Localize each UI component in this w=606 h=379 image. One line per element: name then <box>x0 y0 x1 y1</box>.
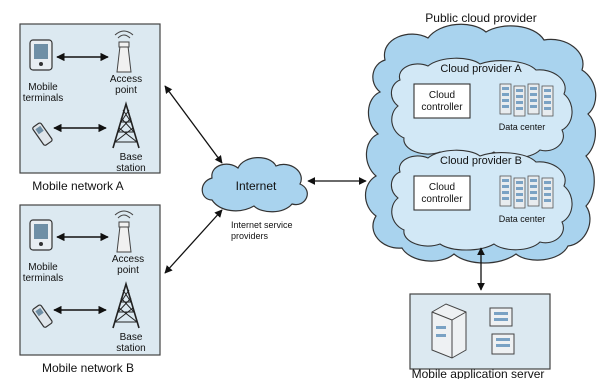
base-station-label-line1: Base <box>120 152 143 163</box>
controller-label-line2: controller <box>421 102 463 113</box>
mobile-network-a: Mobile terminals Access point Base stati… <box>19 23 161 193</box>
controller-label-line2: controller <box>421 194 463 205</box>
app-server-label: Mobile application server <box>412 367 545 379</box>
datacenter-label: Data center <box>499 214 546 224</box>
cloud-provider-a: Cloud provider A Cloud controller Data c… <box>390 57 573 159</box>
terminals-label-line1: Mobile <box>28 82 58 93</box>
terminals-label-line2: terminals <box>23 273 64 284</box>
base-station-label-line2: station <box>116 343 145 354</box>
provider-a-title: Cloud provider A <box>440 63 522 75</box>
cloud-controller-box <box>413 83 471 119</box>
provider-b-cloud-shape <box>390 149 573 251</box>
provider-b-title: Cloud provider B <box>440 155 522 167</box>
public-cloud-provider: Public cloud provider Cloud provider A C… <box>364 11 597 264</box>
access-point-label-line2: point <box>117 265 139 276</box>
isp-label-line2: providers <box>231 231 269 241</box>
base-station-label-line2: station <box>116 163 145 174</box>
mobile-network-b: Mobile terminals Access point Base stati… <box>19 204 161 375</box>
provider-a-cloud-shape <box>390 57 573 159</box>
controller-label-line1: Cloud <box>429 90 455 101</box>
isp-label-line1: Internet service <box>231 220 293 230</box>
server-icon <box>491 333 515 355</box>
access-point-label-line2: point <box>115 85 137 96</box>
network-a-internet-link <box>164 85 223 164</box>
datacenter-label: Data center <box>499 122 546 132</box>
network-a-title: Mobile network A <box>32 179 123 193</box>
access-point-label-line1: Access <box>112 254 144 265</box>
network-b-title: Mobile network B <box>42 361 134 375</box>
mobile-terminal-icon <box>29 219 53 251</box>
network-b-internet-link <box>164 209 223 274</box>
internet-cloud: Internet Internet service providers <box>201 157 308 241</box>
access-point-label-line1: Access <box>110 74 142 85</box>
server-icon <box>489 307 513 327</box>
terminals-label-line1: Mobile <box>28 262 58 273</box>
server-icon <box>431 303 467 359</box>
public-cloud-title: Public cloud provider <box>425 11 536 25</box>
mobile-application-server: Mobile application server <box>409 293 551 379</box>
cloud-provider-b: Cloud provider B Cloud controller Data c… <box>390 149 573 251</box>
internet-cloud-shape <box>201 157 308 213</box>
controller-label-line1: Cloud <box>429 182 455 193</box>
terminals-label-line2: terminals <box>23 93 64 104</box>
cloud-controller-box <box>413 175 471 211</box>
app-server-panel <box>409 293 551 370</box>
internet-label: Internet <box>236 179 277 193</box>
base-station-label-line1: Base <box>120 332 143 343</box>
mobile-terminal-icon <box>29 39 53 71</box>
